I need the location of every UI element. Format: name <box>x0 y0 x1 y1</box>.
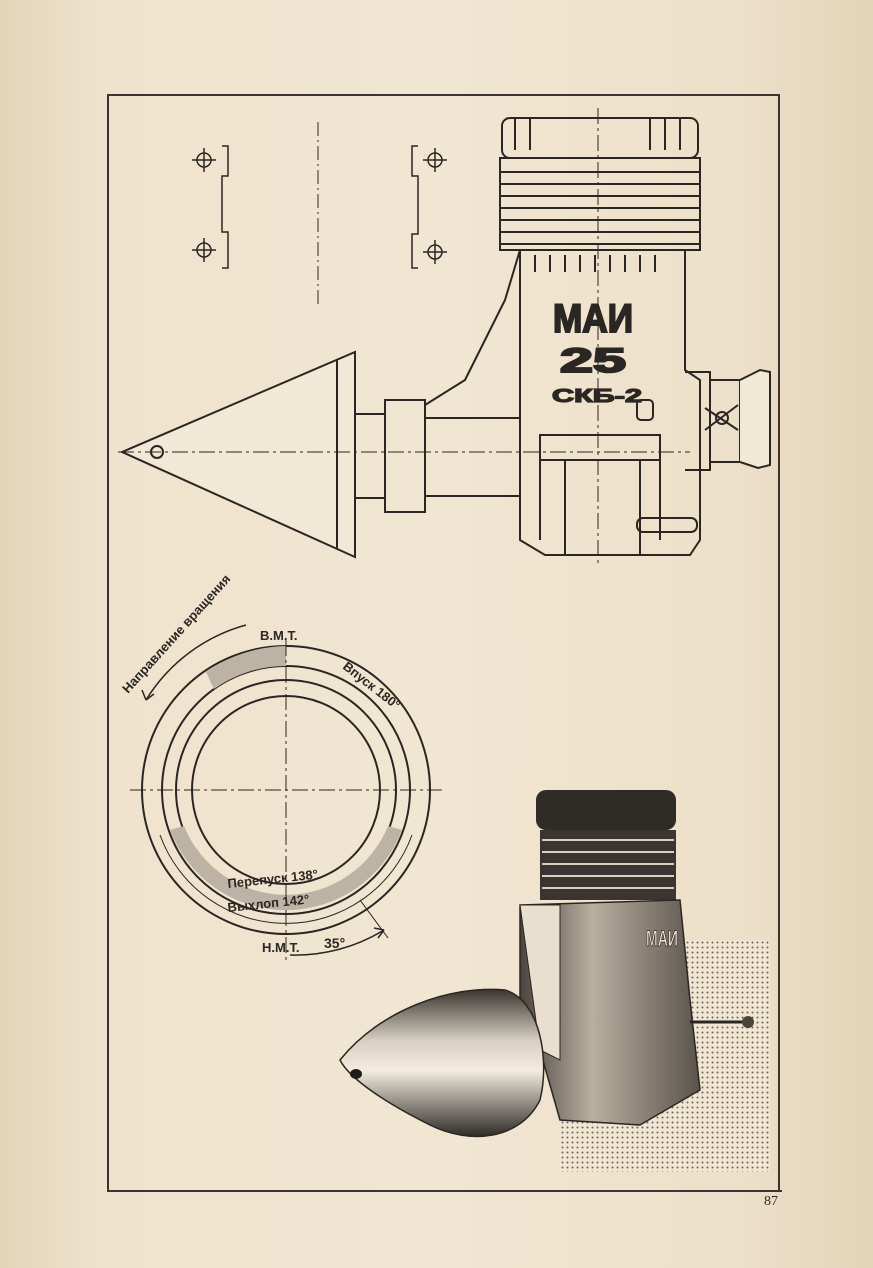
engine-brand-marking: МАИ <box>553 297 633 341</box>
intake-label: Впуск 180° <box>340 659 403 713</box>
transfer-label: Перепуск 138° <box>227 867 319 891</box>
offset-angle-label: 35° <box>324 935 345 951</box>
mounting-marks-left <box>192 145 229 269</box>
timing-diagram <box>130 624 442 960</box>
page-number: 87 <box>764 1194 778 1209</box>
engine-side-view <box>119 117 771 559</box>
bdc-label: Н.М.Т. <box>262 940 300 955</box>
engine-photo-illustration: МАИ <box>339 790 770 1172</box>
mounting-marks-right <box>411 145 447 269</box>
photo-marking: МАИ <box>646 926 678 951</box>
tdc-label: В.М.Т. <box>260 628 298 643</box>
bottom-rule <box>110 1190 782 1192</box>
engine-model-marking: 25 <box>560 342 626 380</box>
engine-bureau-marking: СКБ-2 <box>552 386 642 406</box>
